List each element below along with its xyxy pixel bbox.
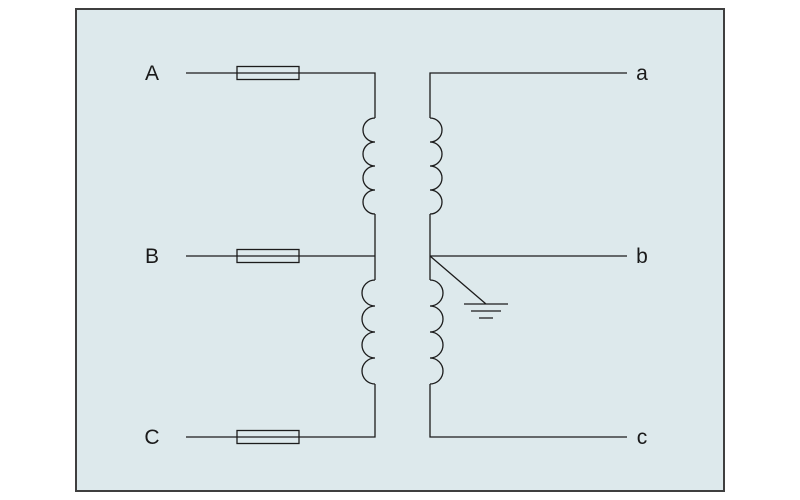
ground-icon xyxy=(429,255,508,319)
terminal-label-secondary-c: c xyxy=(637,426,648,449)
terminal-label-secondary-a: a xyxy=(636,62,648,85)
phase-c-wire xyxy=(186,384,376,438)
phase-c-secondary-wire xyxy=(429,384,627,438)
terminal-label-primary-a: A xyxy=(145,62,159,85)
primary-lower-winding-icon xyxy=(361,279,376,385)
diagram-panel xyxy=(75,8,725,492)
secondary-lower-winding-icon xyxy=(429,279,444,385)
terminal-label-secondary-b: b xyxy=(636,245,648,268)
fuse-c-icon xyxy=(236,429,300,445)
terminal-label-primary-c: C xyxy=(144,426,159,449)
phase-a-wire xyxy=(186,72,376,118)
fuse-b-icon xyxy=(236,248,300,264)
circuit-wires xyxy=(186,65,627,445)
secondary-upper-winding-icon xyxy=(429,117,443,215)
fuse-a-icon xyxy=(236,65,300,81)
terminal-labels: A B C a b c xyxy=(144,62,648,449)
terminal-label-primary-b: B xyxy=(145,245,159,268)
phase-a-secondary-wire xyxy=(429,72,627,118)
primary-upper-winding-icon xyxy=(362,117,376,215)
